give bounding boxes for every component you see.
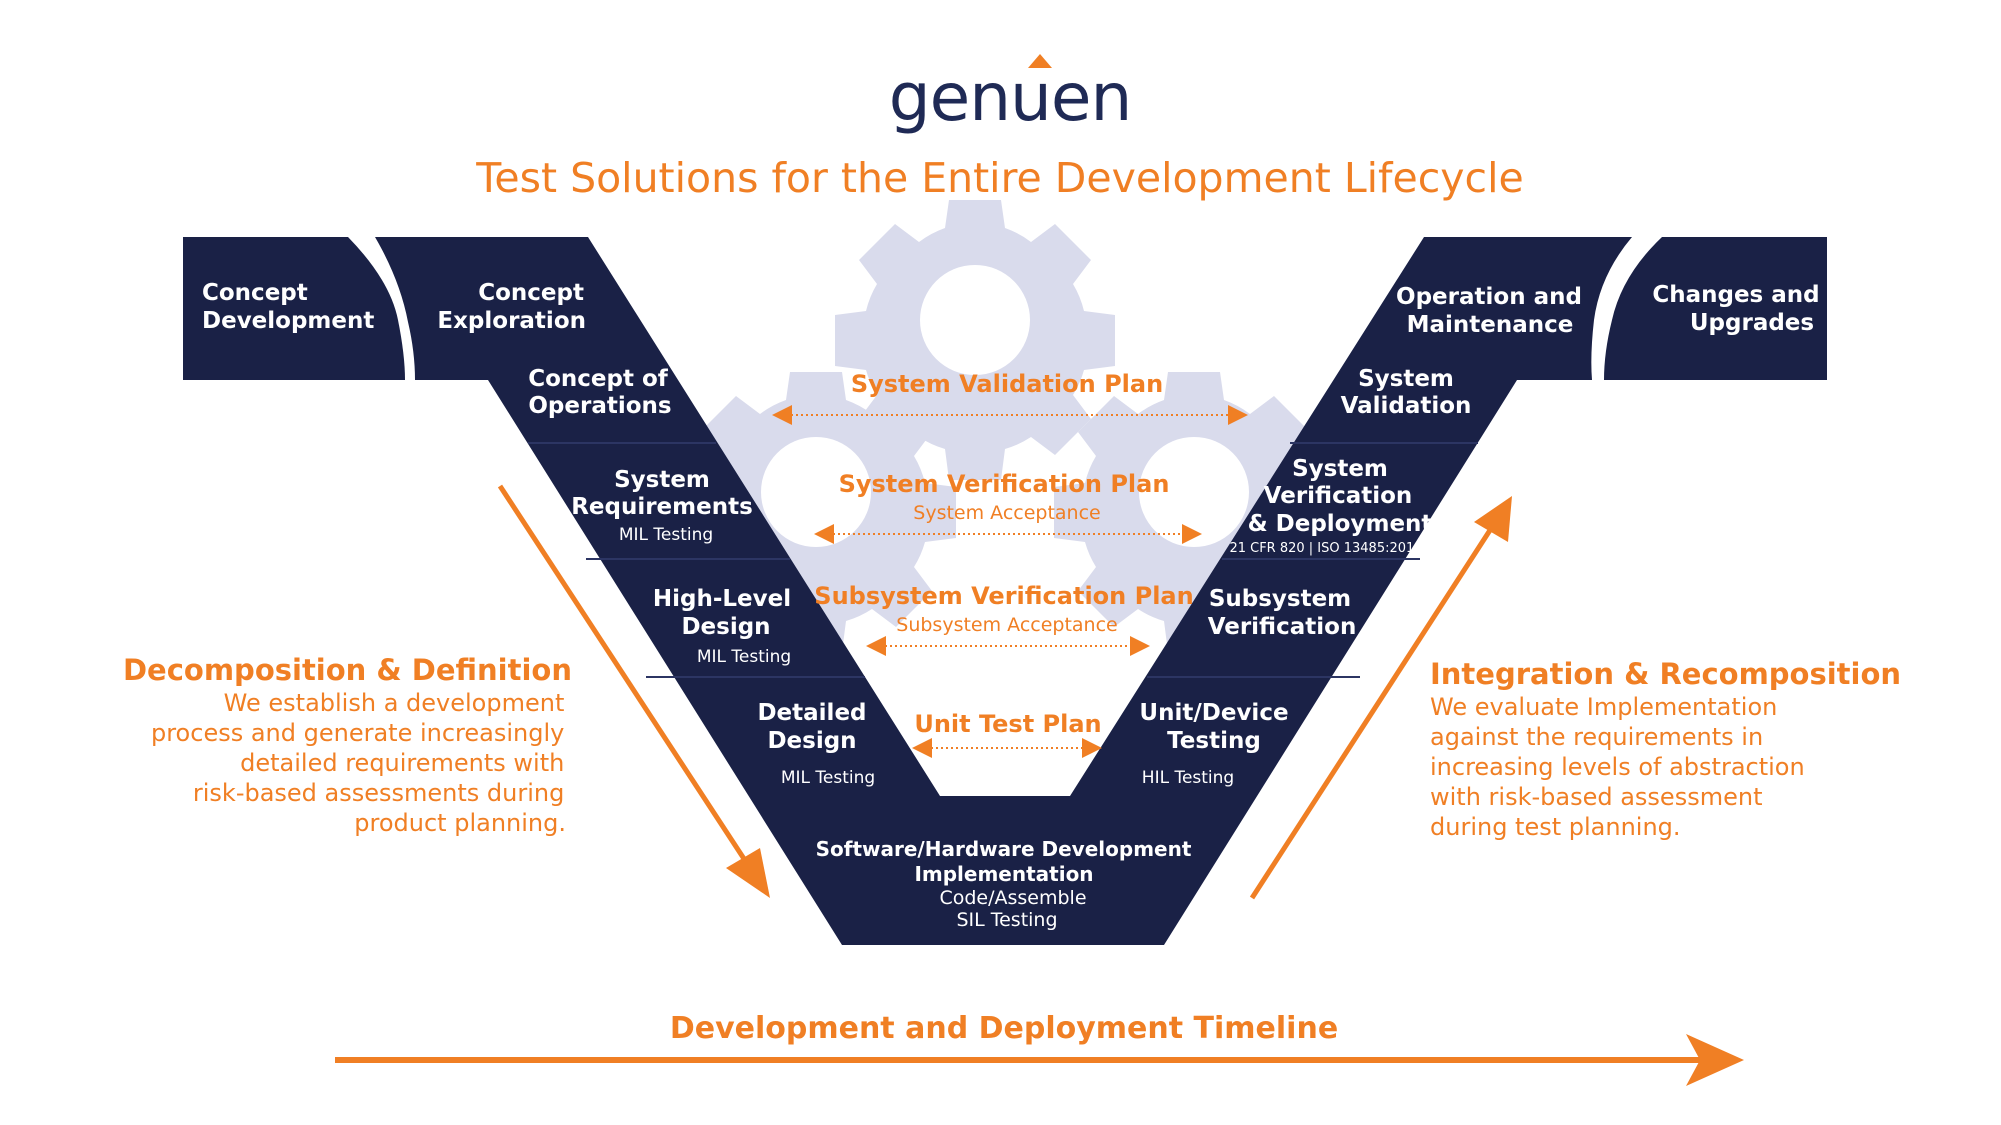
arrow-up-icon — [1474, 496, 1512, 542]
gears-background — [676, 200, 1334, 652]
page-title: Test Solutions for the Entire Developmen… — [475, 154, 1523, 202]
logo-text: genuen — [889, 59, 1132, 136]
label-system-verification-sub: 21 CFR 820 | ISO 13485:2016 — [1229, 541, 1422, 556]
label-subsystem-verification: Subsystem Verification — [1208, 586, 1359, 640]
label-system-validation: System Validation — [1341, 366, 1472, 419]
left-note-heading: Decomposition & Definition — [123, 653, 572, 687]
timeline-label: Development and Deployment Timeline — [670, 1011, 1338, 1046]
label-unit-device-testing-sub: HIL Testing — [1142, 768, 1234, 788]
label-high-level-design: High-Level Design — [653, 586, 799, 640]
block-changes-upgrades — [1604, 237, 1827, 380]
label-high-level-design-sub: MIL Testing — [697, 647, 791, 667]
plan-system-validation: System Validation Plan — [851, 370, 1163, 398]
label-concept-of-operations: Concept of Operations — [528, 366, 676, 419]
label-implementation: Software/Hardware Development Implementa… — [816, 837, 1199, 886]
plan-subsystem-verification: Subsystem Verification Plan — [814, 582, 1193, 610]
label-operation-maintenance: Operation and Maintenance — [1396, 284, 1590, 338]
left-note-body: We establish a development process and g… — [151, 689, 572, 837]
arrow-right-icon — [1686, 1034, 1744, 1086]
plan-system-verification-sub: System Acceptance — [913, 502, 1100, 524]
genuen-logo: genuen — [889, 54, 1132, 136]
integration-arrow — [1249, 496, 1512, 900]
label-implementation-sub: Code/Assemble SIL Testing — [939, 887, 1092, 931]
label-system-verification-deployment: System Verification & Deployment — [1248, 456, 1433, 537]
plan-subsystem-verification-sub: Subsystem Acceptance — [896, 614, 1117, 636]
right-note-body: We evaluate Implementation against the r… — [1430, 693, 1812, 841]
right-note-heading: Integration & Recomposition — [1430, 657, 1901, 691]
timeline-arrow — [335, 1034, 1744, 1086]
label-system-requirements-sub: MIL Testing — [619, 525, 713, 545]
v-body — [375, 237, 1632, 945]
block-concept-development — [183, 237, 405, 380]
arrow-down-icon — [726, 848, 770, 898]
plan-system-verification: System Verification Plan — [839, 470, 1170, 498]
label-system-requirements: System Requirements — [571, 467, 753, 520]
label-unit-device-testing: Unit/Device Testing — [1139, 700, 1296, 754]
label-detailed-design: Detailed Design — [757, 700, 874, 754]
label-changes-upgrades: Changes and Upgrades — [1652, 282, 1827, 336]
label-concept-exploration: Concept Exploration — [437, 280, 592, 334]
plan-unit-test: Unit Test Plan — [914, 710, 1101, 738]
logo-arrow-icon — [1028, 54, 1052, 68]
label-concept-development: Concept Development — [202, 280, 374, 334]
label-detailed-design-sub: MIL Testing — [781, 768, 875, 788]
decomposition-arrow — [497, 484, 770, 898]
v-shape — [183, 237, 1827, 945]
